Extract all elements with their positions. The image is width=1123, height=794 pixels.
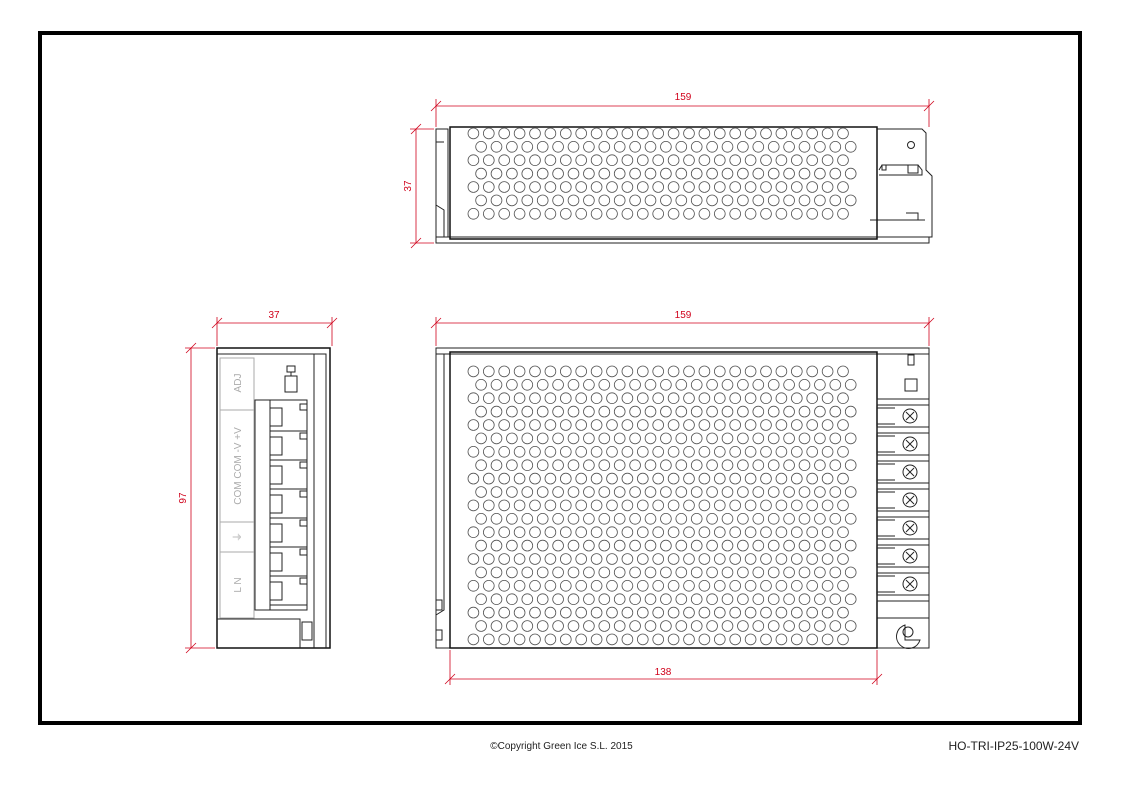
dim-side-width: 37 — [268, 310, 280, 321]
top-view — [435, 126, 933, 244]
dim-top-width: 159 — [675, 92, 692, 103]
side-terminal-labels: ADJ COM COM -V +V ⏚ L N — [232, 374, 244, 593]
top-view-dimension-lines — [410, 99, 935, 249]
copyright-text: ©Copyright Green Ice S.L. 2015 — [490, 741, 633, 752]
dim-top-height: 37 — [403, 180, 414, 192]
side-view-terminals — [269, 403, 308, 606]
dim-front-cover-width: 138 — [655, 667, 672, 678]
side-view — [216, 347, 331, 649]
label-input: L N — [233, 577, 244, 592]
side-view-dimension-lines — [185, 317, 338, 654]
front-view-terminals — [876, 398, 930, 602]
front-view-vent-holes — [467, 365, 857, 646]
front-view — [435, 347, 930, 649]
label-output: COM COM -V +V — [233, 427, 244, 505]
front-view-dimension-lines — [430, 317, 935, 685]
label-adj: ADJ — [233, 374, 244, 393]
top-view-vent-holes — [467, 127, 857, 220]
dim-front-width: 159 — [675, 310, 692, 321]
label-ground: ⏚ — [232, 532, 244, 542]
part-number: HO-TRI-IP25-100W-24V — [948, 739, 1079, 753]
drawing-frame — [38, 31, 1082, 725]
dim-side-height: 97 — [178, 492, 189, 504]
